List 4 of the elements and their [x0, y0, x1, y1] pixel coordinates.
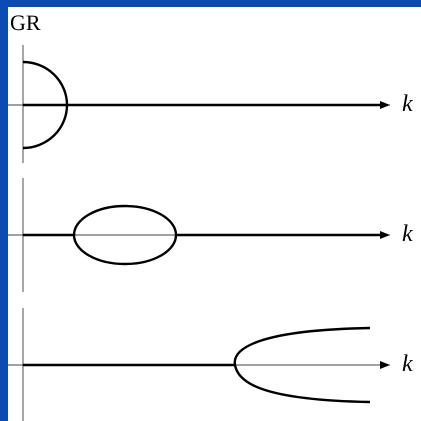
axis-label: k: [402, 352, 413, 376]
axis-label: k: [402, 222, 413, 246]
panel-title: GR: [10, 12, 41, 34]
axis-label: k: [402, 92, 413, 116]
